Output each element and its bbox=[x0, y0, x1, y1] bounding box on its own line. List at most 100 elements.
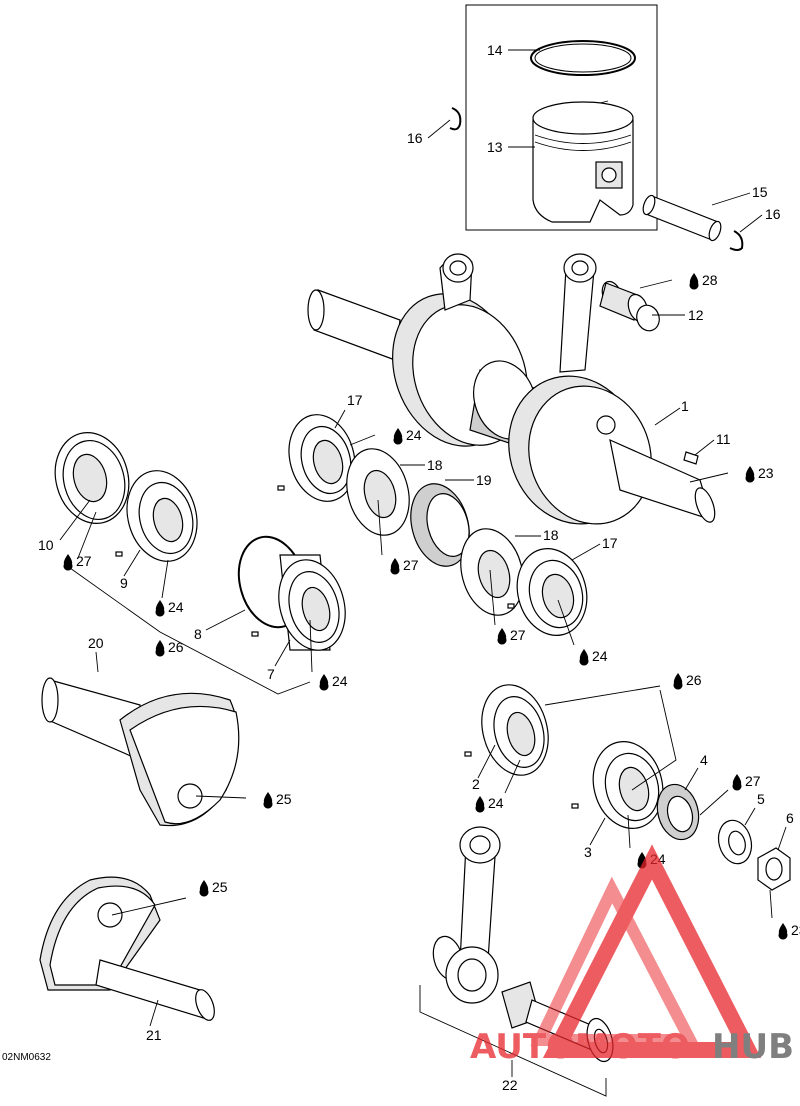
callout-c22: 22 bbox=[502, 1077, 518, 1093]
callout-c6: 6 bbox=[786, 810, 794, 826]
leader-line-c26b bbox=[544, 685, 661, 706]
callout-c4: 4 bbox=[700, 752, 708, 768]
bearing-2 bbox=[464, 684, 549, 776]
lubricant-drop-icon bbox=[155, 640, 165, 657]
leader-line-c24c bbox=[557, 599, 575, 646]
callout-c20: 20 bbox=[88, 635, 104, 651]
callout-c27a: 27 bbox=[76, 553, 92, 569]
leader-line-c25b bbox=[111, 897, 187, 916]
leader-line-c2 bbox=[477, 744, 496, 779]
lubricant-drop-icon bbox=[475, 796, 485, 813]
leader-line-c27d bbox=[699, 789, 729, 816]
callout-c7: 7 bbox=[267, 666, 275, 682]
lubricant-drop-icon bbox=[319, 674, 329, 691]
leader-line-c1 bbox=[654, 407, 681, 426]
circlip-left bbox=[449, 107, 462, 131]
lubricant-drop-icon bbox=[155, 600, 165, 617]
callout-c25b: 25 bbox=[212, 879, 228, 895]
callout-c5: 5 bbox=[757, 791, 765, 807]
leader-line-c23b bbox=[769, 889, 773, 919]
leader-line-c24b bbox=[161, 559, 169, 599]
leader-line-c15 bbox=[711, 192, 751, 206]
callout-c27c: 27 bbox=[510, 627, 526, 643]
lubricant-drop-icon bbox=[393, 428, 403, 445]
callout-c14: 14 bbox=[487, 42, 503, 58]
bearing-17-left bbox=[277, 414, 356, 502]
leader-line-c11 bbox=[694, 439, 715, 456]
leader-lines bbox=[59, 49, 787, 1077]
lubricant-drop-icon bbox=[199, 880, 209, 897]
callout-c26b: 26 bbox=[686, 672, 702, 688]
bearing-17-right bbox=[507, 547, 588, 637]
seal-18-left bbox=[346, 448, 410, 536]
lubricant-drop-icon bbox=[778, 923, 788, 940]
crankshaft-main bbox=[307, 253, 716, 525]
leader-line-c24e bbox=[504, 759, 521, 794]
callout-c26a: 26 bbox=[168, 639, 184, 655]
leader-line-c17a bbox=[334, 409, 346, 429]
leader-line-c21 bbox=[149, 999, 159, 1027]
crank-half-20 bbox=[41, 677, 240, 827]
lubricant-drop-icon bbox=[497, 628, 507, 645]
callout-c16a: 16 bbox=[407, 130, 423, 146]
leader-line-c24d bbox=[309, 619, 313, 673]
callout-c15: 15 bbox=[752, 184, 768, 200]
watermark-brand-right: HUB bbox=[712, 1027, 794, 1067]
leader-line-c8 bbox=[205, 609, 246, 631]
gear-19 bbox=[410, 483, 470, 567]
callout-c1: 1 bbox=[681, 398, 689, 414]
leader-line-c16b bbox=[739, 214, 763, 233]
leader-line-c9 bbox=[123, 549, 141, 577]
piston-pin bbox=[642, 194, 722, 242]
callout-c23b: 23 bbox=[791, 922, 800, 938]
needle-bearing bbox=[599, 280, 660, 332]
group-bracket-left bbox=[69, 567, 311, 695]
circlip-right bbox=[729, 230, 744, 251]
group-bracket-right bbox=[631, 689, 677, 791]
piston-assembly-group bbox=[449, 4, 744, 251]
lubricant-drop-icon bbox=[673, 673, 683, 690]
callout-c27d: 27 bbox=[745, 773, 761, 789]
piston-ring bbox=[530, 40, 636, 76]
callout-c24d: 24 bbox=[332, 673, 348, 689]
leader-line-c10 bbox=[59, 499, 91, 541]
callout-c3: 3 bbox=[584, 844, 592, 860]
leader-line-c23a bbox=[689, 472, 729, 483]
callout-c11: 11 bbox=[716, 431, 731, 447]
callout-c18b: 18 bbox=[543, 527, 559, 543]
callout-c17b: 17 bbox=[602, 535, 618, 551]
leader-line-c3 bbox=[589, 817, 606, 846]
leader-line-c27a bbox=[77, 511, 97, 559]
leader-line-c20 bbox=[95, 651, 99, 673]
callout-c27b: 27 bbox=[403, 557, 419, 573]
lubricant-drop-icon bbox=[732, 774, 742, 791]
seal-18-right bbox=[460, 528, 524, 616]
leader-line-c25a bbox=[195, 795, 247, 799]
leader-line-c7 bbox=[274, 639, 291, 667]
callout-c21: 21 bbox=[146, 1027, 162, 1043]
callout-c24b: 24 bbox=[168, 599, 184, 615]
leader-line-c27b bbox=[377, 499, 383, 556]
leader-line-c6 bbox=[777, 826, 787, 851]
leader-line-c24f bbox=[627, 814, 631, 849]
crank-half-21 bbox=[39, 876, 215, 1021]
lubricant-drop-icon bbox=[745, 466, 755, 483]
leader-line-c24a bbox=[349, 434, 376, 446]
callout-c24e: 24 bbox=[488, 795, 504, 811]
lubricant-drop-icon bbox=[263, 792, 273, 809]
callout-c8: 8 bbox=[194, 626, 202, 642]
automotohub-watermark: AUTOMOTO HUB bbox=[470, 844, 794, 1067]
lubricant-drop-icon bbox=[579, 649, 589, 666]
callout-c9: 9 bbox=[120, 575, 128, 591]
bearing-7-with-ring-8 bbox=[237, 535, 346, 651]
leader-line-c28 bbox=[639, 279, 673, 289]
reference-code: 02NM0632 bbox=[2, 1052, 51, 1063]
callout-c23a: 23 bbox=[758, 465, 774, 481]
callout-c24c: 24 bbox=[592, 648, 608, 664]
leader-line-c5 bbox=[744, 807, 756, 826]
bearing-3 bbox=[571, 740, 664, 830]
callout-c17a: 17 bbox=[347, 392, 363, 408]
callout-c24a: 24 bbox=[406, 427, 422, 443]
lubricant-drop-icon bbox=[63, 554, 73, 571]
